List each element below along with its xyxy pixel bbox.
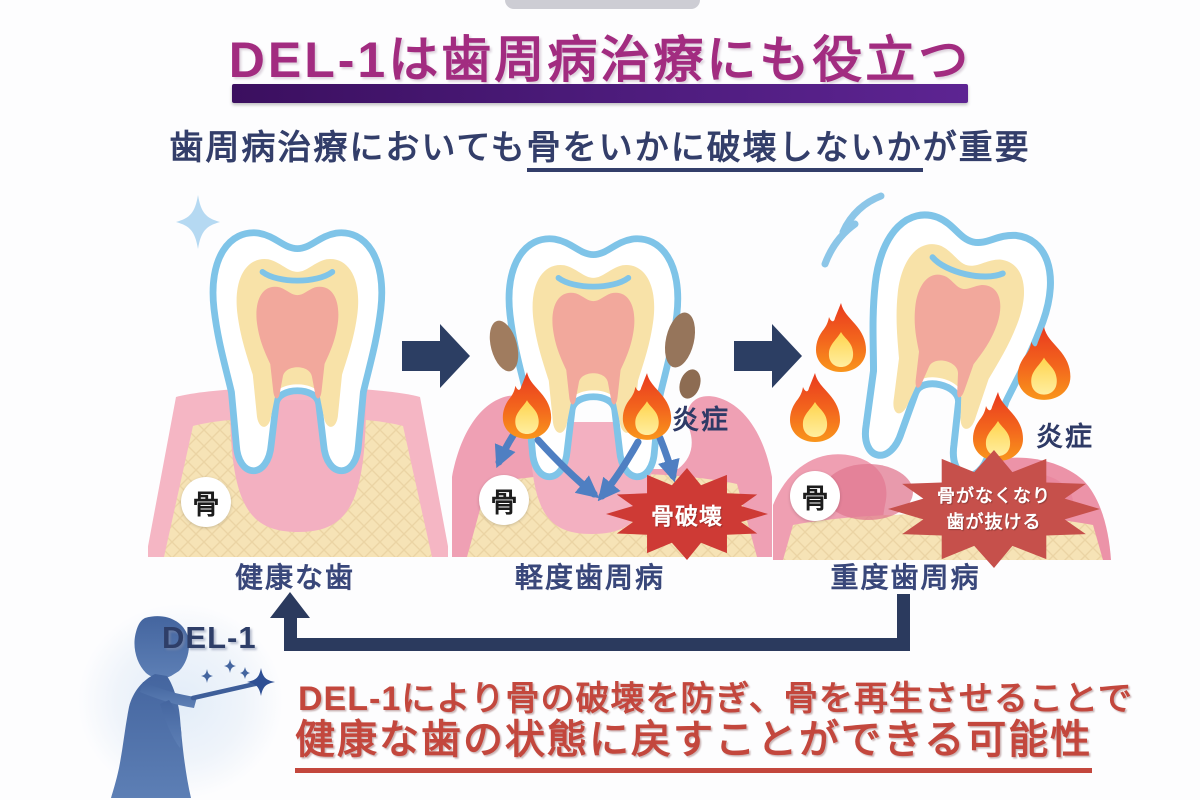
flame-icon xyxy=(816,303,866,372)
burst-badge-tooth-loss: 骨がなくなり 歯が抜ける xyxy=(888,450,1100,568)
title-underline-bar xyxy=(232,84,968,103)
burst-text: 骨破壊 xyxy=(651,503,723,529)
star-icon xyxy=(201,669,213,683)
subtitle: 歯周病治療においても骨をいかに破壊しないかが重要 xyxy=(0,120,1200,172)
del1-label: DEL-1 xyxy=(162,620,257,655)
conclusion-line1: DEL-1により骨の破壊を防ぎ、骨を再生させることで xyxy=(298,680,1133,718)
subtitle-suffix: が重要 xyxy=(922,129,1031,167)
subtitle-underlined: 骨をいかに破壊しないか xyxy=(526,129,923,172)
inflammation-label: 炎症 xyxy=(1036,422,1094,452)
bone-label: 骨 xyxy=(801,483,829,514)
burst-line1: 骨がなくなり xyxy=(937,486,1051,506)
burst-text: 骨がなくなり 歯が抜ける xyxy=(937,483,1051,535)
bone-badge: 骨 xyxy=(181,477,231,527)
burst-badge-bone-destruction: 骨破壊 xyxy=(606,468,768,560)
bone-badge: 骨 xyxy=(790,471,840,521)
tartar-icon xyxy=(489,312,701,399)
star-icon xyxy=(224,659,236,673)
stage-caption-healthy: 健康な歯 xyxy=(234,562,355,593)
return-arrow-icon xyxy=(284,612,297,646)
next-arrow-icon xyxy=(734,324,802,388)
bone-badge: 骨 xyxy=(479,475,529,525)
inflamed-gum xyxy=(823,464,913,520)
burst-line2: 歯が抜ける xyxy=(946,512,1042,532)
wobble-lines-icon xyxy=(821,192,885,268)
star-icon xyxy=(247,668,275,696)
star-icon xyxy=(240,667,250,679)
bone-loss-arrows xyxy=(494,430,680,502)
return-arrow-icon xyxy=(284,638,910,651)
stage-caption-mild: 軽度歯周病 xyxy=(514,562,665,593)
stage-caption-severe: 重度歯周病 xyxy=(830,562,981,593)
magic-wand xyxy=(190,681,258,701)
subtitle-prefix: 歯周病治療においても xyxy=(169,129,527,167)
burst-shape xyxy=(888,450,1100,568)
burst-shape xyxy=(606,468,768,560)
bone-label: 骨 xyxy=(490,487,518,518)
loose-tooth xyxy=(837,206,1062,484)
sparkle-icon xyxy=(176,195,220,249)
bone-label: 骨 xyxy=(192,489,220,520)
return-arrow-head-icon xyxy=(270,592,310,618)
page-title: DEL-1は歯周病治療にも役立つ xyxy=(228,32,972,88)
magician-silhouette-icon xyxy=(111,616,275,798)
conclusion-line2: 健康な歯の状態に戻すことができる可能性 xyxy=(295,707,1093,773)
inflammation-label: 炎症 xyxy=(672,405,730,435)
return-arrow-icon xyxy=(897,594,910,651)
top-notch xyxy=(505,0,700,9)
next-arrow-icon xyxy=(402,324,470,388)
